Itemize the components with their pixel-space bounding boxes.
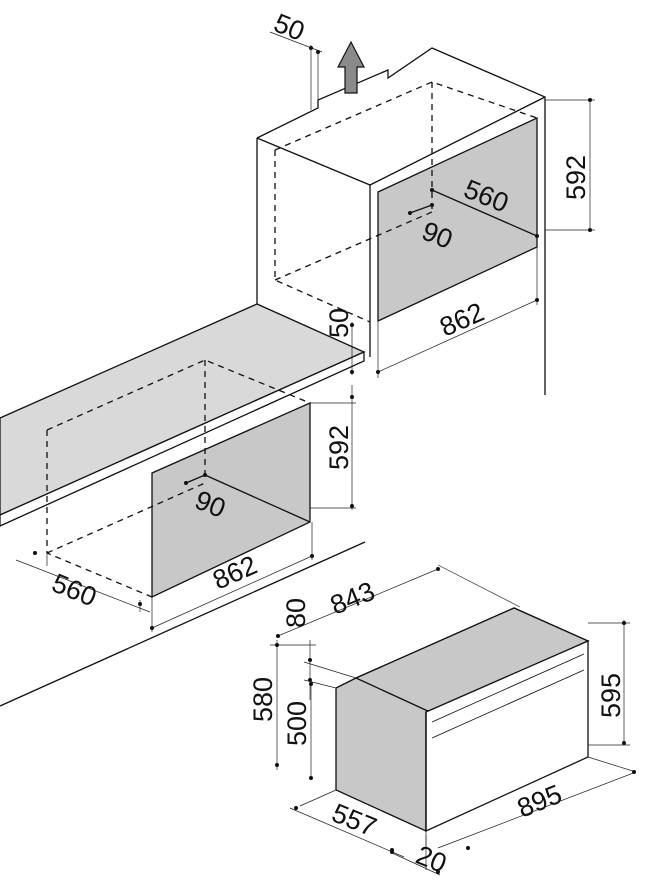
cabinet-niche-back xyxy=(377,116,538,323)
under-hidden-bottom xyxy=(46,482,206,554)
gap-below-label: 50 xyxy=(324,308,354,338)
under-rear-tick xyxy=(185,474,206,484)
cabinet-top-outline xyxy=(256,47,546,395)
under-hidden-top xyxy=(46,359,311,431)
under-depth-line xyxy=(204,474,311,523)
oven-control-strip xyxy=(431,653,585,723)
oven xyxy=(335,607,590,833)
niche-depth-line xyxy=(431,189,538,237)
tall-niche-height-label: 592 xyxy=(561,155,591,200)
oven-total-height-label: 580 xyxy=(248,677,278,722)
oven-front-height-label: 595 xyxy=(596,673,626,718)
tall-niche-width-label: 862 xyxy=(435,297,488,343)
oven-body-height-label: 500 xyxy=(282,701,312,746)
under-niche-height-label: 592 xyxy=(324,425,354,470)
dimension-labels: 50 592 560 90 862 50 592 90 862 560 843 … xyxy=(48,8,626,879)
countertop xyxy=(0,303,366,527)
oven-top-depth-label: 843 xyxy=(326,576,379,621)
cabinet-hidden-left xyxy=(274,150,371,323)
floor-line xyxy=(0,541,366,707)
under-counter-niche xyxy=(0,359,366,707)
niche-rear-tick xyxy=(409,204,433,214)
dimension-lines xyxy=(15,31,637,876)
cabinet-hidden-top xyxy=(274,81,538,151)
countertop-front-edge xyxy=(0,350,365,527)
tall-top-gap-label: 50 xyxy=(270,8,309,47)
oven-door-top-line xyxy=(431,669,585,739)
oven-top-step-label: 80 xyxy=(281,598,311,628)
ventilation-arrow-icon xyxy=(337,40,365,94)
under-niche-depth-label: 560 xyxy=(48,568,101,613)
